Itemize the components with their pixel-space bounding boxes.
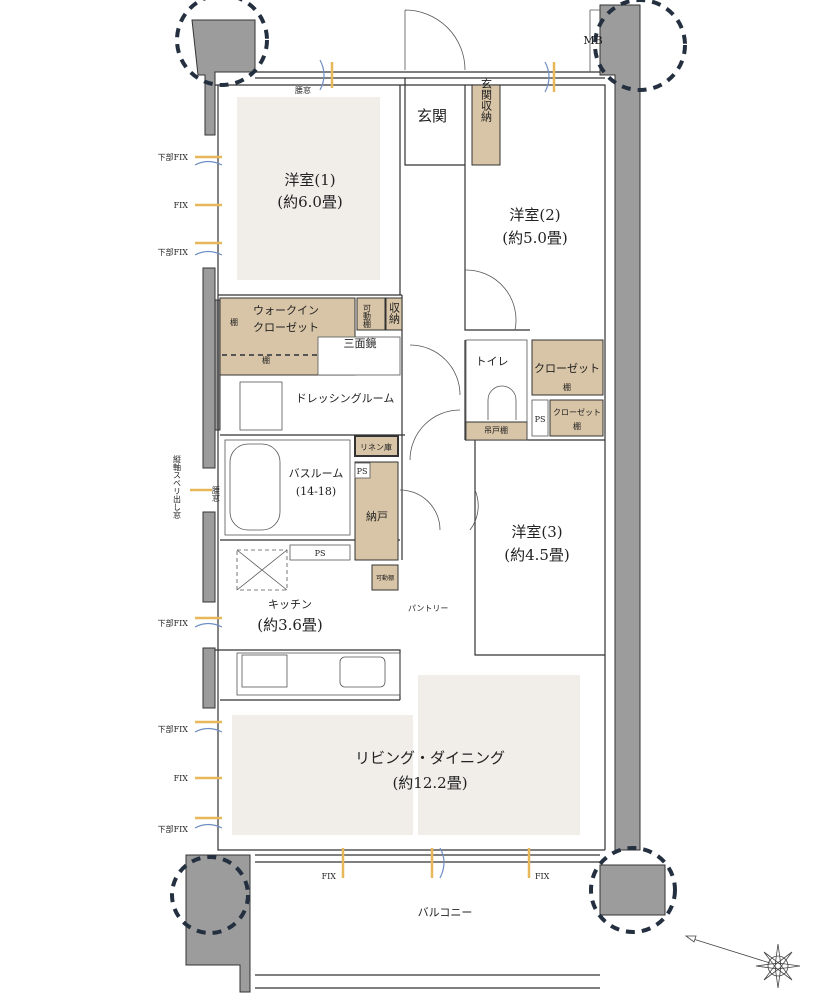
dressing-room-label: ドレッシングルーム xyxy=(296,391,395,405)
living-size: (約12.2畳) xyxy=(392,774,467,792)
lower-fix-label-2: 下部FIX xyxy=(158,247,189,257)
shelf-label: 棚 xyxy=(230,317,238,327)
window-marks xyxy=(190,59,556,879)
storage-label: 収納 xyxy=(388,302,401,325)
living-floor-b xyxy=(418,675,580,835)
room-2-name: 洋室(2) xyxy=(509,206,560,224)
pantry-label: パントリー xyxy=(408,604,448,613)
walk-in-closet-label-2: クローゼット xyxy=(253,321,319,334)
ps-label-1: PS xyxy=(357,467,368,476)
living-floor-a xyxy=(232,715,413,835)
entrance-label: 玄関 xyxy=(417,107,447,125)
fixtures xyxy=(224,381,517,696)
balcony-label: バルコニー xyxy=(418,906,473,919)
room-1-floor xyxy=(237,97,380,280)
waist-window-label-top: 腰窓 xyxy=(295,85,311,95)
movable-shelf-label: 可動棚 xyxy=(363,304,372,329)
fix-label-3: FIX xyxy=(322,872,337,881)
structural-walls xyxy=(185,4,666,993)
stove xyxy=(241,654,288,688)
kitchen-size: (約3.6畳) xyxy=(257,616,323,634)
waist-window-label-bath: 腰窓 xyxy=(212,486,221,502)
lower-fix-label-3: 下部FIX xyxy=(158,618,189,628)
walk-in-closet-label-1: ウォークイン xyxy=(253,304,319,317)
shelf-label-2: 棚 xyxy=(262,355,270,365)
ps-label-2: PS xyxy=(315,549,326,558)
bathroom-name: バスルーム xyxy=(289,467,344,480)
bathtub xyxy=(229,443,281,531)
washer xyxy=(239,381,283,431)
closet-1 xyxy=(531,339,604,396)
entrance-storage xyxy=(471,84,501,166)
toilet-fixture xyxy=(487,385,517,420)
closet-1-label: クローゼット xyxy=(534,362,600,375)
exterior-walls xyxy=(215,9,606,989)
mb-label: MB xyxy=(583,34,602,47)
living-name: リビング・ダイニング xyxy=(355,749,505,767)
room-2-size: (約5.0畳) xyxy=(502,229,568,247)
closet-2-label: クローゼット xyxy=(553,407,601,417)
room-3-size: (約4.5畳) xyxy=(504,546,570,564)
room-1-size: (約6.0畳) xyxy=(277,193,343,211)
mirror-label: 三面鏡 xyxy=(344,336,377,350)
entrance-storage-label: 玄関収納 xyxy=(480,77,493,123)
lower-fix-label-5: 下部FIX xyxy=(158,824,189,834)
lower-fix-label-4: 下部FIX xyxy=(158,724,189,734)
lower-fix-label-1: 下部FIX xyxy=(158,152,189,162)
room-1-name: 洋室(1) xyxy=(284,171,335,189)
room-3-name: 洋室(3) xyxy=(511,523,562,541)
hanging-shelf-label: 吊戸棚 xyxy=(484,425,508,435)
sink xyxy=(339,656,386,688)
bathroom-size: (14-18) xyxy=(296,485,336,498)
compass-rose-icon xyxy=(684,935,801,989)
toilet-label: トイレ xyxy=(476,355,509,368)
fix-label-4: FIX xyxy=(535,872,550,881)
structural-circles xyxy=(170,0,687,935)
fix-label-1: FIX xyxy=(174,201,189,210)
closet-2 xyxy=(549,399,604,437)
ps-label-3: PS xyxy=(535,415,546,424)
closet-1-shelf: 棚 xyxy=(563,382,571,392)
closet-2-shelf: 棚 xyxy=(573,421,581,431)
storage-areas xyxy=(219,84,604,591)
closet-storage-label: 納戸 xyxy=(366,510,388,523)
vertical-slide-window-label: 縦軸スベリ出し窓 xyxy=(173,454,182,519)
linen-label: リネン庫 xyxy=(360,442,392,452)
movable-shelf-label-2: 可動棚 xyxy=(376,574,394,582)
fix-label-2: FIX xyxy=(174,774,189,783)
kitchen-name: キッチン xyxy=(268,598,312,611)
